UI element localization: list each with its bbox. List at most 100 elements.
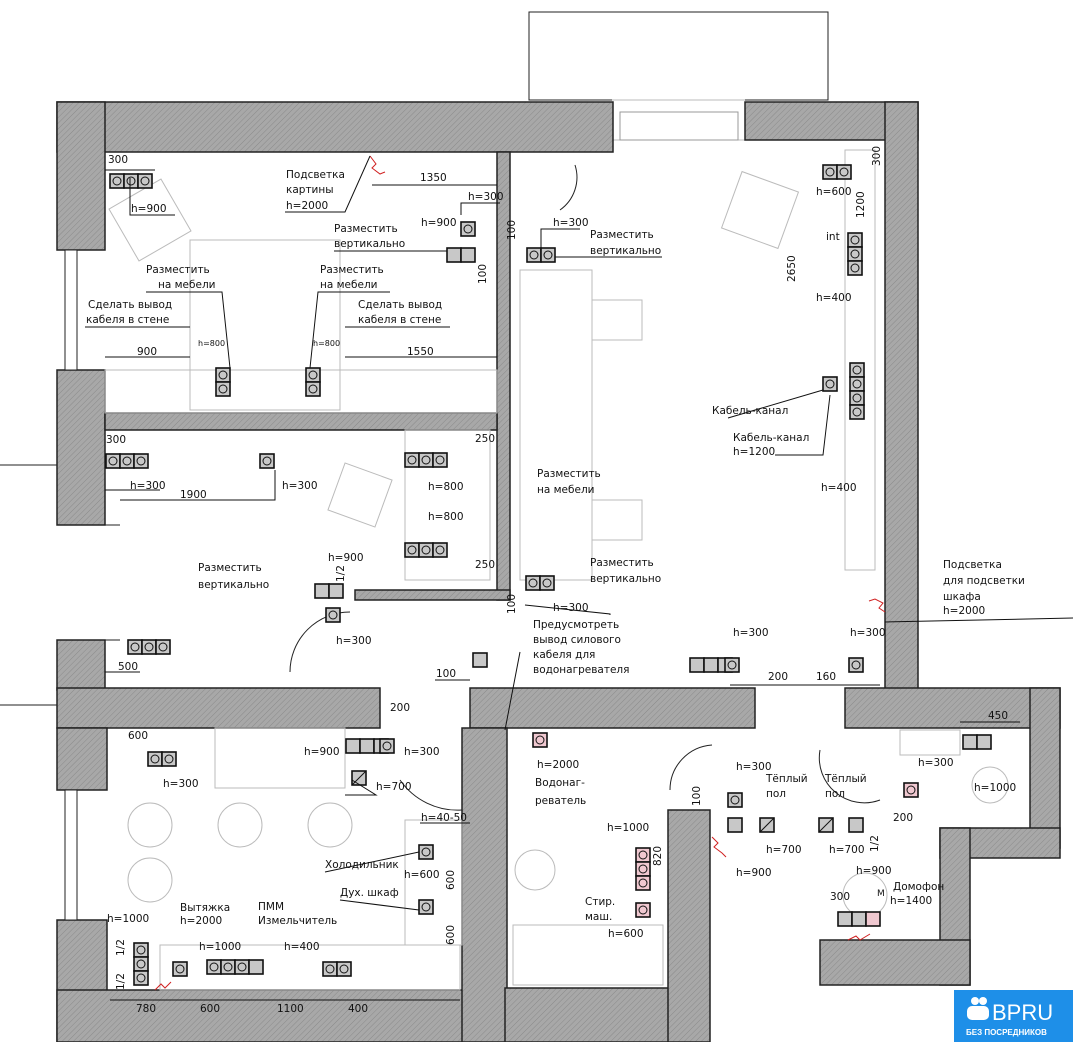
height-label: h=2000 (537, 759, 579, 771)
socket-cell (359, 738, 375, 754)
dimension-label: 1350 (420, 172, 447, 184)
socket-icon (206, 959, 250, 975)
socket-outlet-icon (421, 902, 431, 912)
note-label: Кабель-канал (712, 405, 788, 417)
socket-cell (220, 959, 236, 975)
dimension-label: 250 (475, 559, 495, 571)
socket-outlet-icon (218, 370, 228, 380)
logo: BPRU БЕЗ ПОСРЕДНИКОВ (954, 990, 1073, 1042)
dimension-label: 400 (348, 1003, 368, 1015)
socket-icon (847, 232, 863, 276)
toilet-labels: 450 h=300 h=1000 200 (893, 710, 1016, 824)
socket-cell (962, 734, 978, 750)
dimension-label: 820 (652, 846, 664, 866)
socket-cell (849, 376, 865, 392)
dimension-label: 900 (137, 346, 157, 358)
kitchen-labels: 200 600 h=900 h=300 h=300 h=700 h=40-50 … (107, 702, 467, 1015)
socket-outlet-icon (825, 379, 835, 389)
socket-icon (133, 942, 149, 986)
sockets (105, 164, 992, 986)
switch-box-icon (962, 734, 992, 750)
socket-cell (635, 902, 651, 918)
socket-cell (724, 657, 740, 673)
socket-cell (328, 583, 344, 599)
socket-cell (539, 575, 555, 591)
socket-icon (848, 657, 864, 673)
logo-tagline: БЕЗ ПОСРЕДНИКОВ (966, 1028, 1047, 1037)
height-label: h=400 (284, 941, 320, 953)
note-label: Разместить (590, 557, 654, 569)
socket-cell (418, 899, 434, 915)
socket-cell (460, 221, 476, 237)
socket-outlet-icon (136, 456, 146, 466)
socket-cell (418, 542, 434, 558)
heating-thermostat-icon (818, 817, 834, 833)
height-label: h=700 (766, 844, 802, 856)
socket-icon (849, 362, 865, 420)
height-label: h=700 (829, 844, 865, 856)
dimension-label: 1100 (277, 1003, 304, 1015)
height-label: h=300 (404, 746, 440, 758)
socket-cell (119, 453, 135, 469)
height-label: h=600 (816, 186, 852, 198)
socket-outlet-icon (535, 735, 545, 745)
height-label: h=900 (328, 552, 364, 564)
height-label: h=300 (163, 778, 199, 790)
heating-thermostat-icon (351, 770, 367, 786)
dimension-label: 200 (768, 671, 788, 683)
height-label: h=900 (736, 867, 772, 879)
socket-cell (849, 362, 865, 378)
socket-cell (133, 956, 149, 972)
note-label: Сделать вывод (88, 299, 172, 311)
height-label: h=300 (282, 480, 318, 492)
socket-icon (635, 847, 651, 891)
living-labels: h=300 Разместить вертикально h=600 300 1… (506, 146, 1025, 683)
dimension-label: 600 (128, 730, 148, 742)
socket-cell (822, 376, 838, 392)
socket-outlet-icon (164, 754, 174, 764)
socket-cell (837, 911, 853, 927)
socket-cell (248, 959, 264, 975)
socket-outlet-icon (850, 235, 860, 245)
height-label: h=400 (816, 292, 852, 304)
dimension-label: 100 (506, 220, 518, 240)
socket-cell (635, 861, 651, 877)
socket-outlet-icon (852, 393, 862, 403)
dimension-label: 200 (390, 702, 410, 714)
socket-icon (325, 607, 341, 623)
socket-icon (322, 961, 352, 977)
socket-icon (305, 367, 321, 397)
dimension-label: 100 (436, 668, 456, 680)
socket-cell (345, 738, 361, 754)
socket-outlet-icon (421, 455, 431, 465)
dimension-label: 250 (475, 433, 495, 445)
height-label: h=300 (130, 480, 166, 492)
socket-icon (822, 376, 838, 392)
switch-box-icon (472, 652, 488, 668)
socket-cell (322, 961, 338, 977)
dimension-label: 300 (871, 146, 883, 166)
socket-cell (404, 452, 420, 468)
socket-outlet-icon (308, 370, 318, 380)
socket-outlet-icon (108, 456, 118, 466)
socket-cell (689, 657, 705, 673)
switch-box-icon (446, 247, 476, 263)
height-label: h=800 (428, 481, 464, 493)
dimension-label: 100 (691, 786, 703, 806)
socket-cell (851, 911, 867, 927)
socket-outlet-icon (223, 962, 233, 972)
note-label: кабеля для (533, 649, 595, 661)
dimension-label: 450 (988, 710, 1008, 722)
intercom-mark: М (877, 889, 885, 899)
socket-cell (460, 247, 476, 263)
height-label: h=300 (736, 761, 772, 773)
height-label: h=1200 (733, 446, 775, 458)
socket-outlet-icon (136, 959, 146, 969)
socket-outlet-icon (136, 945, 146, 955)
socket-outlet-icon (112, 176, 122, 186)
socket-cell (432, 452, 448, 468)
switch-box-icon (837, 911, 867, 927)
height-label: h=300 (850, 627, 886, 639)
socket-cell (848, 817, 864, 833)
switch-box-icon (848, 817, 864, 833)
